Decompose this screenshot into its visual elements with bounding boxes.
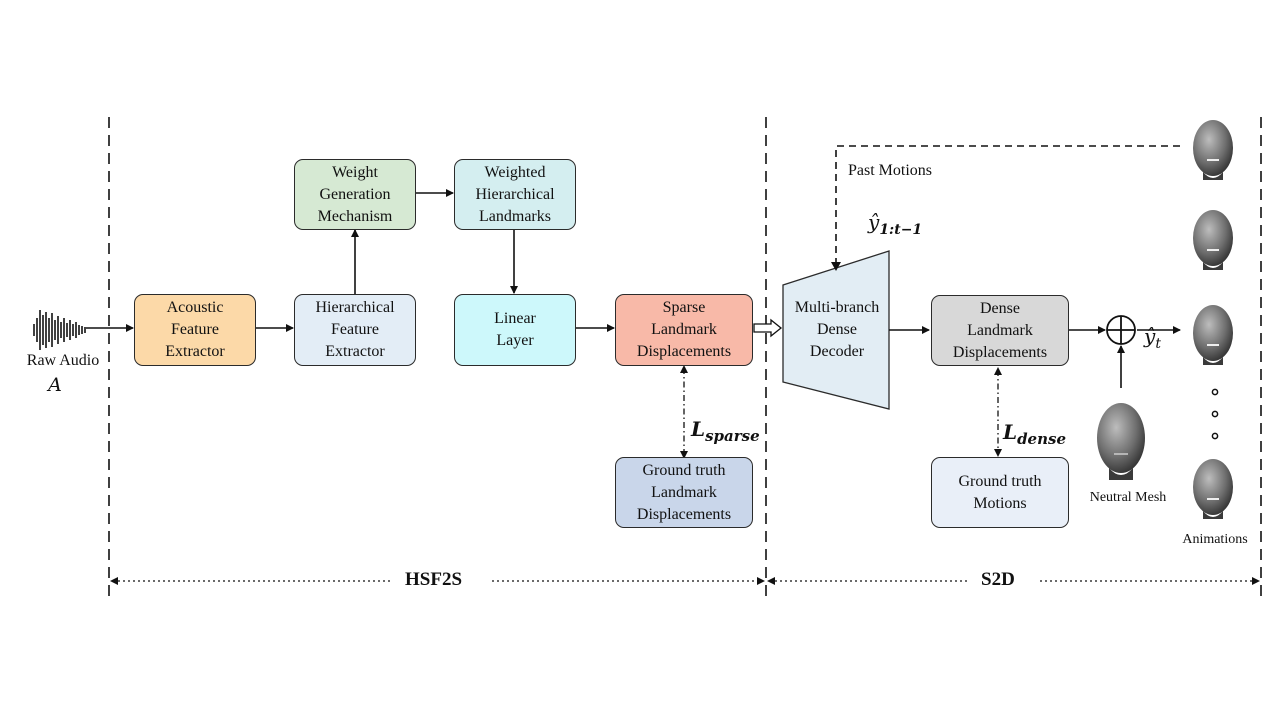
weight-generation-mechanism-label: Weight Generation Mechanism bbox=[317, 163, 393, 225]
face-mesh-icon-3 bbox=[1193, 305, 1233, 365]
dense-landmark-displacements-label: Dense Landmark Displacements bbox=[952, 299, 1048, 361]
past-motions-symbol: ŷ1:t−1 bbox=[868, 186, 922, 238]
ellipsis-dots bbox=[1211, 388, 1219, 440]
weight-generation-mechanism: Weight Generation Mechanism bbox=[294, 159, 416, 230]
dense-landmark-displacements: Dense Landmark Displacements bbox=[931, 295, 1069, 366]
weighted-hierarchical-landmarks-label: Weighted Hierarchical Landmarks bbox=[475, 163, 555, 225]
sparse-loss-label: Lsparse bbox=[691, 393, 760, 445]
past-motions-label: Past Motions bbox=[848, 162, 933, 179]
face-mesh-icon-1 bbox=[1193, 120, 1233, 180]
animations-label: Animations bbox=[1182, 532, 1248, 547]
neutral-mesh-icon bbox=[1097, 403, 1145, 480]
face-mesh-icon-2 bbox=[1193, 210, 1233, 270]
sparse-landmark-displacements: Sparse Landmark Displacements bbox=[615, 294, 753, 366]
dense-loss-subscript: dense bbox=[1017, 430, 1066, 448]
dense-loss-label: Ldense bbox=[1003, 396, 1066, 448]
sparse-landmark-displacements-label: Sparse Landmark Displacements bbox=[636, 299, 732, 360]
output-subscript: t bbox=[1155, 336, 1161, 352]
s2d-title: S2D bbox=[973, 569, 1023, 591]
raw-audio-label: Raw Audio bbox=[26, 352, 100, 369]
sum-node bbox=[1106, 315, 1136, 345]
hierarchical-feature-extractor-label: Hierarchical Feature Extractor bbox=[315, 299, 395, 360]
acoustic-feature-extractor: Acoustic Feature Extractor bbox=[134, 294, 256, 366]
ground-truth-landmark-displacements-label: Ground truth Landmark Displacements bbox=[636, 461, 732, 523]
hierarchical-feature-extractor: Hierarchical Feature Extractor bbox=[294, 294, 416, 366]
acoustic-feature-extractor-label: Acoustic Feature Extractor bbox=[165, 299, 225, 360]
output-symbol: ŷ bbox=[1144, 324, 1156, 348]
past-subscript: 1:t−1 bbox=[879, 222, 923, 238]
waveform-icon bbox=[33, 310, 86, 350]
output-symbol-label: ŷt bbox=[1144, 300, 1161, 352]
ground-truth-landmark-displacements: Ground truth Landmark Displacements bbox=[615, 457, 753, 528]
past-motions-feedback bbox=[835, 145, 1180, 266]
dense-loss-symbol: L bbox=[1003, 420, 1018, 444]
audio-symbol: A bbox=[48, 374, 62, 396]
weighted-hierarchical-landmarks: Weighted Hierarchical Landmarks bbox=[454, 159, 576, 230]
neutral-mesh-label: Neutral Mesh bbox=[1089, 490, 1167, 505]
hsf2s-title: HSF2S bbox=[397, 569, 471, 591]
past-symbol: ŷ bbox=[868, 210, 880, 234]
ground-truth-motions: Ground truth Motions bbox=[931, 457, 1069, 528]
decoder-label: Multi-branch Dense Decoder bbox=[794, 299, 880, 360]
decoder-shape bbox=[782, 250, 890, 410]
sparse-loss-subscript: sparse bbox=[705, 427, 760, 445]
hollow-arrow-sparse-decoder bbox=[753, 318, 783, 338]
face-mesh-icon-4 bbox=[1193, 459, 1233, 519]
linear-layer: Linear Layer bbox=[454, 294, 576, 366]
ground-truth-motions-label: Ground truth Motions bbox=[958, 472, 1042, 512]
sparse-loss-symbol: L bbox=[691, 417, 706, 441]
linear-layer-label: Linear Layer bbox=[494, 310, 536, 349]
